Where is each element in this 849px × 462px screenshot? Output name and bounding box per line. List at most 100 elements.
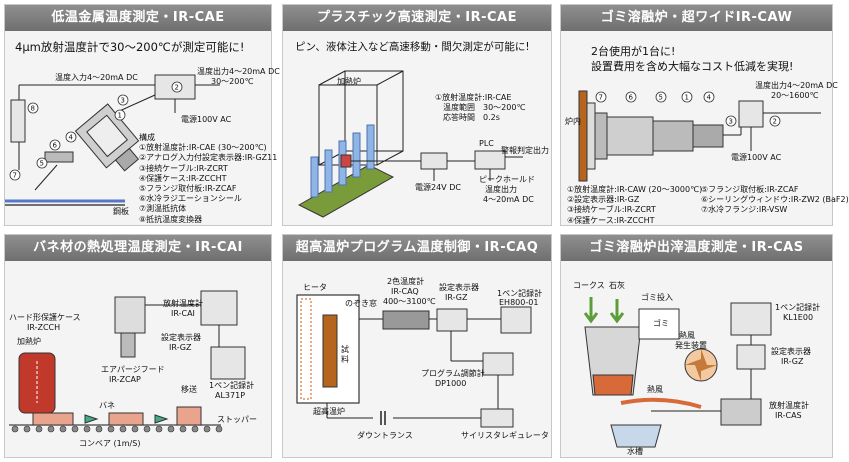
label-trans: ダウントランス <box>357 431 413 440</box>
svg-text:2: 2 <box>773 118 777 126</box>
label-alarm: 警報判定出力 <box>501 146 549 155</box>
label-output-2: 20〜1600℃ <box>771 91 819 100</box>
panel-title: ゴミ溶融炉・超ワイドIR-CAW <box>561 5 832 31</box>
display-unit <box>420 152 448 170</box>
svg-text:6: 6 <box>53 142 58 150</box>
label-recorder-2: AL371P <box>215 391 246 400</box>
label-coke: コークス <box>573 281 605 290</box>
list-item: ⑤フランジ取付板:IR-ZCAF <box>701 185 799 194</box>
label-program-2: DP1000 <box>435 379 467 388</box>
diagram-ir-caw: 7 6 5 1 4 3 2 <box>578 90 821 182</box>
list-item: ⑥シーリングウィンドウ:IR-ZW2 (BaF2) <box>701 195 849 205</box>
label-plc: PLC <box>479 139 494 148</box>
list-title: 構成 <box>139 133 155 142</box>
list-item: ⑦測温抵抗体 <box>139 204 187 214</box>
label-hot-2: 発生装置 <box>675 341 707 350</box>
label-thermo-1: 放射温度計 <box>769 401 809 410</box>
label-display-1: 設定表示器 <box>161 333 201 342</box>
svg-text:8: 8 <box>31 105 35 113</box>
recorder <box>210 346 246 380</box>
list-item: ⑤フランジ取付板:IR-ZCAF <box>139 184 237 194</box>
label-thermo-1: 放射温度計 <box>163 299 203 308</box>
label-display-1: 設定表示器 <box>771 347 811 356</box>
label-program-1: プログラム調節計 <box>421 369 485 378</box>
conveyor-rollers <box>11 425 223 433</box>
panel-ir-caw: ゴミ溶融炉・超ワイドIR-CAW 2台使用が1台に! 設置費用を含め大幅なコスト… <box>560 4 849 226</box>
svg-text:1: 1 <box>118 112 122 120</box>
program-controller <box>482 352 514 376</box>
label-furnace: 加熱炉 <box>337 77 361 86</box>
display-unit <box>736 344 766 370</box>
label-furnace: 超高温炉 <box>313 407 345 416</box>
svg-text:2: 2 <box>175 84 179 92</box>
garbage-hopper <box>638 308 680 340</box>
label-case-1: ハード形保護ケース <box>9 313 81 322</box>
label-display-2: IR-GZ <box>781 357 804 366</box>
list-item: ⑧抵抗温度変換器 <box>139 214 203 224</box>
label-thermo-2: IR-CAI <box>171 309 195 318</box>
label-thyristor: サイリスタレギュレータ <box>461 431 549 440</box>
svg-text:4: 4 <box>69 134 74 142</box>
svg-text:6: 6 <box>629 94 634 102</box>
svg-text:3: 3 <box>121 97 125 105</box>
list-item: ①放射温度計:IR-CAE (30〜200℃) <box>139 143 267 153</box>
label-recorder-1: 1ペン記録計 <box>775 303 821 312</box>
recorder <box>500 306 532 334</box>
list-item: ②設定表示器:IR-GZ <box>567 195 640 205</box>
thermometer-case <box>74 103 140 172</box>
label-sample: 試料 <box>341 345 349 364</box>
radiation-thermometer <box>720 398 762 426</box>
label-furnace: 加熱炉 <box>17 337 41 346</box>
label-hot-air: 熱風 <box>647 385 663 394</box>
thyristor <box>480 408 514 428</box>
component-list-left: ①放射温度計:IR-CAW (20〜3000℃) ②設定表示器:IR-GZ ③接… <box>567 185 702 226</box>
panel-headline-2: 設置費用を含め大幅なコスト低減を実現! <box>591 60 794 73</box>
label-garbage-in: ゴミ投入 <box>641 293 673 302</box>
label-input: 温度入力4〜20mA DC <box>55 73 138 82</box>
list-item: ③接続ケーブル:IR-ZCRT <box>139 163 228 173</box>
label-hood-1: エアパージフード <box>101 365 165 374</box>
list-item: ①放射温度計:IR-CAW (20〜3000℃) <box>567 185 703 194</box>
panel-ir-caq: 超高温炉プログラム温度制御・IR-CAQ ヒータ のぞき窓 試料 2色温度計 I… <box>282 234 552 458</box>
label-lime: 石灰 <box>609 281 625 290</box>
label-spec-3: 応答時間 0.2s <box>443 113 500 122</box>
panel-ir-cae-metal: 低温金属温度測定・IR-CAE 4μm放射温度計で30〜200℃が測定可能に! … <box>4 4 280 226</box>
label-power: 電源100V AC <box>181 115 232 124</box>
list-item: ②アナログ入力付設定表示器:IR-GZ11 <box>139 153 278 163</box>
thermometer-case <box>114 296 146 334</box>
panel-title: 超高温炉プログラム温度制御・IR-CAQ <box>283 235 551 261</box>
display-unit <box>200 290 238 326</box>
panel-title: プラスチック高速測定・IR-CAE <box>283 5 551 31</box>
water-tank <box>610 424 662 448</box>
panel-headline-1: 2台使用が1台に! <box>591 45 676 58</box>
label-thermo-1: 2色温度計 <box>387 277 425 286</box>
label-hood-2: IR-ZCAP <box>109 375 141 384</box>
label-output-2: 30〜200℃ <box>211 77 254 86</box>
label-tank: 水槽 <box>627 447 643 456</box>
callout-numbers: 7 6 5 1 4 3 2 <box>595 91 781 127</box>
label-power: 電源24V DC <box>415 183 461 192</box>
label-spec-1: ①放射温度計:IR-CAE <box>435 93 512 102</box>
sample <box>322 314 338 388</box>
label-inside: 炉内 <box>565 117 581 126</box>
component-list: 構成 ①放射温度計:IR-CAE (30〜200℃) ②アナログ入力付設定表示器… <box>139 133 277 225</box>
list-item: ⑦水冷フランジ:IR-VSW <box>701 205 788 215</box>
label-window: のぞき窓 <box>345 299 377 308</box>
label-stopper: ストッパー <box>217 415 257 424</box>
label-display-2: IR-GZ <box>445 293 468 302</box>
list-item: ④保護ケース:IR-ZCCHT <box>567 215 655 225</box>
list-item: ③接続ケーブル:IR-ZCRT <box>567 205 656 215</box>
label-thermo-2: IR-CAS <box>775 411 802 420</box>
panel-title: バネ材の熱処理温度測定・IR-CAI <box>5 235 271 261</box>
panel-ir-cai: バネ材の熱処理温度測定・IR-CAI ハード形保護ケース IR-ZCCH 放射温… <box>4 234 272 458</box>
label-hot-1: 熱風 <box>679 331 695 340</box>
component-list-right: ⑤フランジ取付板:IR-ZCAF ⑥シーリングウィンドウ:IR-ZW2 (BaF… <box>701 185 849 216</box>
diagram-ir-caq <box>296 294 532 428</box>
panel-ir-cae-plastic: プラスチック高速測定・IR-CAE ピン、液体注入など高速移動・間欠測定が可能に… <box>282 4 552 226</box>
list-item: ④保護ケース:IR-ZCCHT <box>139 173 227 183</box>
label-power: 電源100V AC <box>731 153 782 162</box>
svg-text:4: 4 <box>707 94 712 102</box>
callout-numbers: 2 3 1 4 6 5 7 8 <box>9 81 183 181</box>
label-output-1: 温度出力4〜20mA DC <box>755 81 838 90</box>
svg-text:5: 5 <box>659 94 663 102</box>
